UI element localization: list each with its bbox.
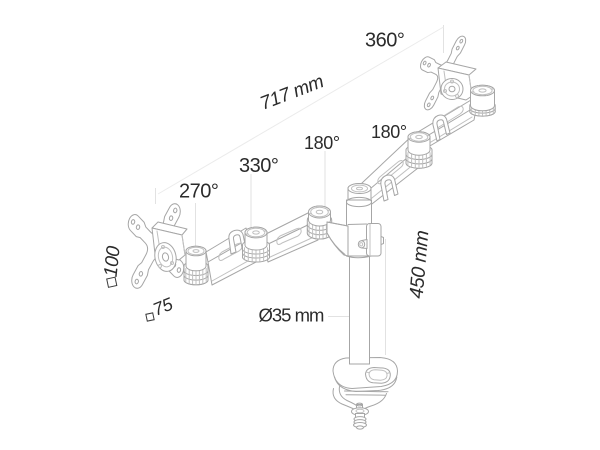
svg-text:270°: 270° <box>179 181 218 203</box>
svg-text:717 mm: 717 mm <box>257 71 326 114</box>
svg-text:330°: 330° <box>239 155 278 177</box>
svg-text:180°: 180° <box>304 133 340 153</box>
svg-text:360°: 360° <box>365 30 404 52</box>
svg-text:75: 75 <box>150 293 177 319</box>
svg-text:Ø35 mm: Ø35 mm <box>259 305 325 326</box>
svg-text:180°: 180° <box>371 122 407 142</box>
svg-text:450 mm: 450 mm <box>406 230 434 300</box>
svg-text:100: 100 <box>101 245 125 278</box>
